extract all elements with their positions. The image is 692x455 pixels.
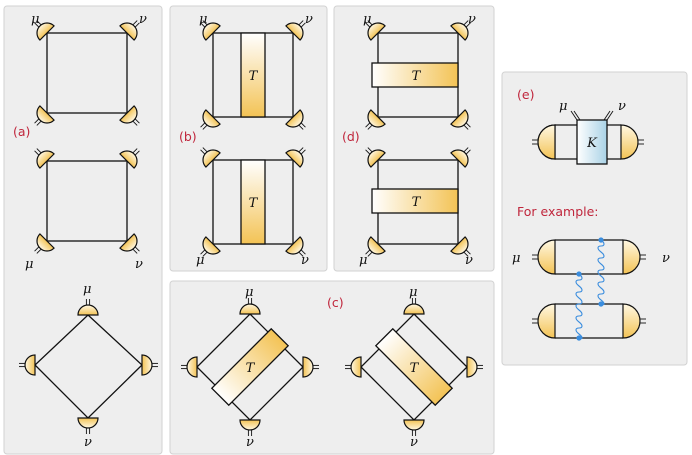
panel-c — [169, 280, 495, 455]
label-T: T — [410, 361, 420, 376]
label-mu: μ — [25, 257, 33, 272]
label-mu: μ — [199, 12, 207, 27]
label-mu: μ — [196, 253, 204, 268]
diagram-b-top: T μ ν — [194, 12, 313, 136]
label-T: T — [249, 196, 259, 211]
k-kernel-box — [576, 119, 608, 165]
t-kernel-box — [240, 159, 266, 245]
label-nu: ν — [618, 99, 626, 114]
gluon-vertex-dot — [576, 335, 582, 341]
tag-c: (c) — [327, 295, 344, 310]
diagram-d-bottom: T μ ν — [359, 141, 477, 268]
t-kernel-box — [210, 327, 290, 407]
label-mu: μ — [559, 99, 567, 114]
panel-b — [169, 5, 328, 272]
label-K: K — [586, 136, 598, 151]
for-example-label: For example: — [517, 204, 599, 219]
diagram-a-middle: μ ν — [25, 142, 146, 272]
t-kernel-box — [371, 188, 459, 214]
label-nu: ν — [662, 251, 670, 266]
diagram-a-bottom: μ ν — [18, 282, 159, 450]
t-kernel-box — [240, 32, 266, 118]
diagram-d-top: T μ ν — [359, 12, 477, 136]
tag-a: (a) — [13, 124, 30, 139]
label-nu: ν — [465, 253, 473, 268]
tag-e: (e) — [517, 87, 534, 102]
label-nu: ν — [246, 435, 254, 450]
gluon-vertex-dot — [576, 271, 582, 277]
label-nu: ν — [139, 12, 147, 27]
label-nu: ν — [468, 12, 476, 27]
label-mu: μ — [512, 251, 520, 266]
label-mu: μ — [409, 285, 417, 300]
diagram-c-right: T μ ν — [344, 285, 484, 450]
label-mu: μ — [31, 12, 39, 27]
tag-d: (d) — [342, 129, 360, 144]
panel-a — [3, 5, 163, 455]
label-mu: μ — [83, 282, 91, 297]
diagram-b-bottom: T μ ν — [194, 141, 312, 268]
label-nu: ν — [305, 12, 313, 27]
diagram-e-kernel: K μ ν — [532, 99, 644, 165]
tag-b: (b) — [179, 129, 197, 144]
gluon-vertex-dot — [598, 301, 604, 307]
diagram-e-example: μ ν — [512, 237, 670, 341]
label-nu: ν — [410, 435, 418, 450]
label-T: T — [412, 195, 422, 210]
gluon-vertex-dot — [598, 237, 604, 243]
t-kernel-box — [374, 327, 454, 407]
label-mu: μ — [363, 12, 371, 27]
label-nu: ν — [84, 435, 92, 450]
t-kernel-box — [371, 62, 459, 88]
diagram-c-left: T μ ν — [180, 285, 320, 450]
label-nu: ν — [135, 257, 143, 272]
gluon-line — [575, 273, 583, 340]
diagram-a-top: μ ν — [28, 12, 147, 132]
label-T: T — [246, 361, 256, 376]
label-T: T — [412, 69, 422, 84]
gluon-line — [597, 239, 605, 306]
label-T: T — [249, 69, 259, 84]
label-mu: μ — [359, 253, 367, 268]
label-nu: ν — [301, 253, 309, 268]
label-mu: μ — [245, 285, 253, 300]
